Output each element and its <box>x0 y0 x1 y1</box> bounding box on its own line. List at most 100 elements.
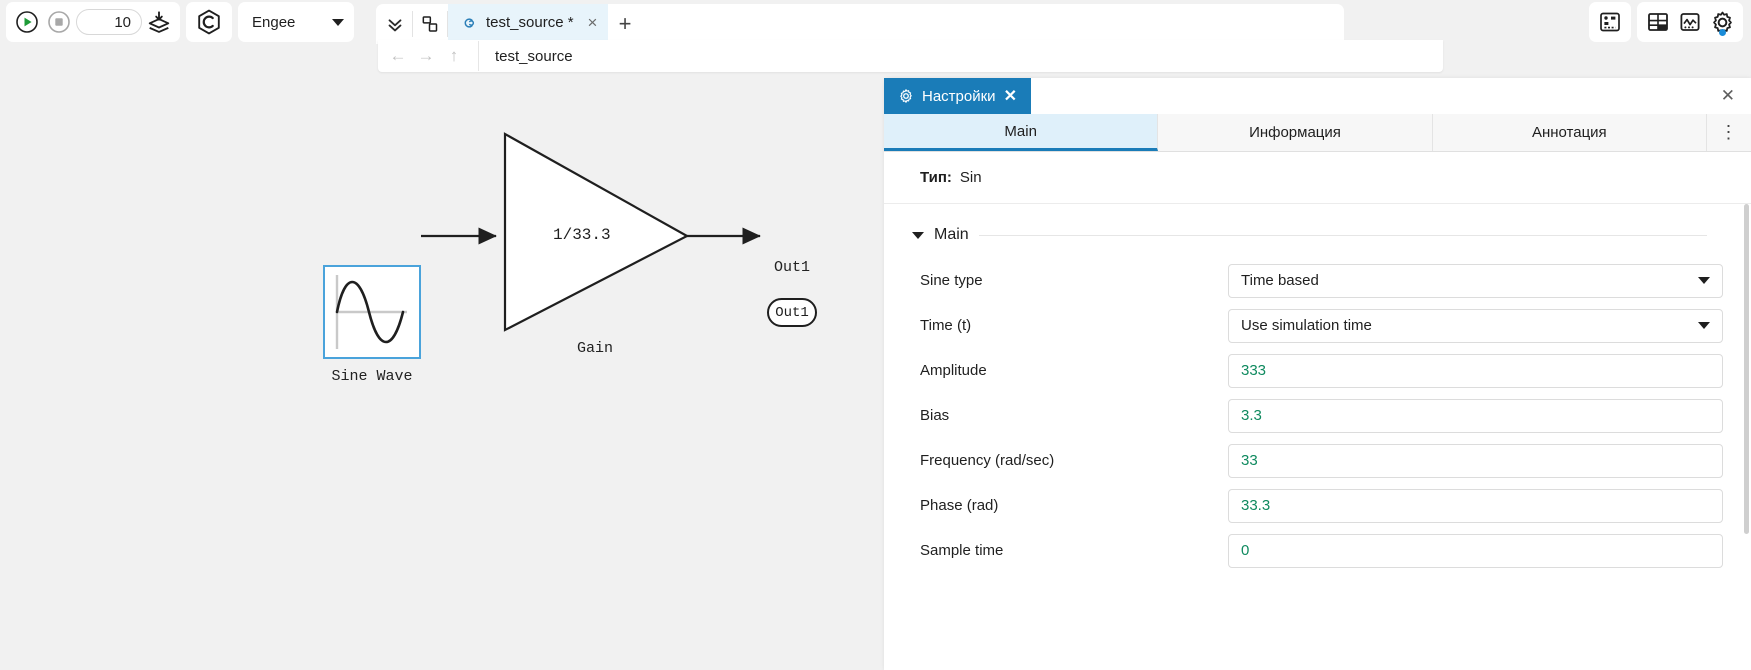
workspace-select-label: Engee <box>252 13 296 31</box>
field-label-amplitude: Amplitude <box>920 362 987 379</box>
settings-button[interactable] <box>1707 7 1737 37</box>
breadcrumb-divider <box>478 41 479 71</box>
block-diagram-icon <box>1600 12 1620 32</box>
block-type-label: Тип: <box>920 169 952 186</box>
sample-time-value: 0 <box>1241 542 1250 559</box>
model-canvas[interactable]: Sine Wave 1/33.3 Out1 Gain Out1 Out1 <box>0 76 884 670</box>
block-gain-value: 1/33.3 <box>553 226 611 244</box>
tabstrip: test_source * × + <box>376 4 1344 44</box>
workspace-select[interactable]: Engee <box>238 2 354 42</box>
panel-scrollbar[interactable] <box>1744 204 1749 534</box>
stop-icon <box>48 11 70 33</box>
panel-tab-label: Настройки <box>922 87 996 105</box>
simulation-time-input[interactable] <box>76 9 142 35</box>
block-label-out1: Out1 <box>773 259 810 276</box>
tab-main-label: Main <box>1004 122 1037 140</box>
time-t-select[interactable]: Use simulation time <box>1228 308 1723 343</box>
stop-button[interactable] <box>44 7 74 37</box>
field-label-phase: Phase (rad) <box>920 497 999 514</box>
tab-annotation-label: Аннотация <box>1531 124 1607 141</box>
close-icon[interactable]: × <box>587 13 598 32</box>
download-layers-icon <box>148 11 170 33</box>
bias-value: 3.3 <box>1241 407 1262 424</box>
field-row-phase: Phase (rad) 33.3 <box>920 483 1723 528</box>
diagram-tools-group <box>1589 2 1631 42</box>
run-button[interactable] <box>12 7 42 37</box>
phase-value: 33.3 <box>1241 497 1271 514</box>
block-type-row: Тип: Sin <box>884 152 1751 204</box>
signal-lines <box>421 132 761 332</box>
sine-type-value: Time based <box>1241 272 1319 289</box>
nav-forward-button[interactable]: → <box>417 46 435 65</box>
panel-more-menu-button[interactable]: ⋮ <box>1719 122 1739 142</box>
duplicate-view-button[interactable] <box>413 4 447 44</box>
block-label-sine-wave: Sine Wave <box>331 368 413 385</box>
phase-input[interactable]: 33.3 <box>1228 488 1723 523</box>
block-sine-wave[interactable] <box>323 265 421 359</box>
breadcrumb-bar: ← → ↑ test_source <box>378 40 1443 72</box>
section-rule <box>978 234 1707 236</box>
field-row-frequency: Frequency (rad/sec) 33 <box>920 438 1723 483</box>
double-chevron-down-icon <box>388 19 402 32</box>
scope-icon <box>1680 13 1700 31</box>
block-out1-port[interactable]: Out1 <box>767 298 817 327</box>
block-diagram-button[interactable] <box>1595 7 1625 37</box>
settings-active-dot <box>1719 29 1726 36</box>
frequency-input[interactable]: 33 <box>1228 443 1723 478</box>
panel-close-button[interactable]: ✕ <box>1720 86 1735 105</box>
field-label-frequency: Frequency (rad/sec) <box>920 452 1055 469</box>
chevron-down-icon <box>1698 277 1710 284</box>
field-label-time-t: Time (t) <box>920 317 972 334</box>
tab-annotation[interactable]: Аннотация <box>1432 114 1707 151</box>
nav-back-button[interactable]: ← <box>389 46 407 65</box>
document-tab-label: test_source * <box>486 14 574 31</box>
document-tab-test-source[interactable]: test_source * × <box>448 4 608 44</box>
toolbar-divider-2 <box>447 11 448 37</box>
field-label-bias: Bias <box>920 407 950 424</box>
simulation-controls-group <box>6 2 180 42</box>
engee-logo-button[interactable] <box>194 7 224 37</box>
scope-button[interactable] <box>1675 7 1705 37</box>
grid-layout-icon <box>1648 13 1668 31</box>
close-icon[interactable]: ✕ <box>1003 88 1017 105</box>
field-label-sine-type: Sine type <box>920 272 983 289</box>
breadcrumb-nav: ← → ↑ <box>378 42 474 70</box>
tab-information[interactable]: Информация <box>1158 114 1433 151</box>
breadcrumb-path[interactable]: test_source <box>495 47 573 65</box>
tabstrip-filler <box>642 4 1342 44</box>
engee-hex-logo-icon <box>198 9 220 35</box>
sine-type-select[interactable]: Time based <box>1228 263 1723 298</box>
expand-tabs-button[interactable] <box>378 4 412 44</box>
nav-up-button[interactable]: ↑ <box>449 46 459 65</box>
copy-blocks-icon <box>422 16 438 32</box>
bias-input[interactable]: 3.3 <box>1228 398 1723 433</box>
field-row-time-t: Time (t) Use simulation time <box>920 303 1723 348</box>
toolbar-right-group <box>1583 2 1751 42</box>
panel-tabs: Main Информация Аннотация ⋮ <box>884 114 1751 152</box>
logo-group <box>186 2 232 42</box>
tab-information-label: Информация <box>1249 124 1341 141</box>
chevron-down-icon <box>332 18 344 26</box>
sample-time-input[interactable]: 0 <box>1228 533 1723 568</box>
panel-tab-settings[interactable]: Настройки ✕ <box>884 78 1031 114</box>
top-toolbar: Engee test_source <box>0 0 1751 44</box>
amplitude-value: 333 <box>1241 362 1267 379</box>
save-layers-button[interactable] <box>144 7 174 37</box>
out1-port-text: Out1 <box>775 304 809 321</box>
field-row-bias: Bias 3.3 <box>920 393 1723 438</box>
block-type-value: Sin <box>959 169 982 186</box>
amplitude-input[interactable]: 333 <box>1228 353 1723 388</box>
panel-titlebar: Настройки ✕ ✕ <box>884 78 1751 114</box>
section-title: Main <box>934 226 969 243</box>
block-label-gain-text: Gain <box>576 340 613 357</box>
gear-icon <box>900 89 912 103</box>
time-t-value: Use simulation time <box>1241 317 1372 334</box>
new-tab-button[interactable]: + <box>618 11 632 36</box>
field-label-sample-time: Sample time <box>920 542 1004 559</box>
model-swirl-icon <box>464 17 474 28</box>
section-header-main[interactable]: Main <box>884 204 1751 244</box>
field-row-amplitude: Amplitude 333 <box>920 348 1723 393</box>
grid-layout-button[interactable] <box>1643 7 1673 37</box>
tab-main[interactable]: Main <box>884 114 1159 151</box>
toolbar-divider <box>412 11 413 37</box>
